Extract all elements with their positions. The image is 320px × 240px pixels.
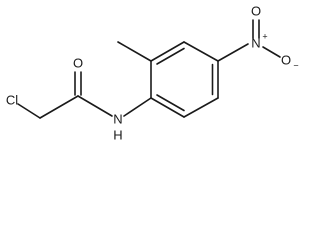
ring-bond-6 — [150, 97, 185, 118]
nitro-o-double-label: O — [251, 3, 261, 18]
bond-methyl — [117, 41, 152, 62]
amide-h-label: H — [113, 127, 122, 142]
ring-inner-bond-1 — [156, 47, 185, 65]
ring-inner-bond-3 — [156, 94, 185, 112]
structure-canvas: Cl O N H N + O O − — [5, 3, 299, 143]
bond-carbonyl-n — [77, 95, 113, 117]
bond-nitro-o-single — [262, 46, 281, 58]
bond-ring-nitro — [217, 43, 249, 62]
nitro-n-charge: + — [262, 31, 267, 41]
ring-bond-2 — [150, 41, 185, 62]
bond-ch2-carbonyl — [39, 95, 79, 119]
ring-bond-3 — [183, 41, 219, 62]
amide-n-label: N — [113, 111, 122, 126]
bond-cl-ch2 — [17, 103, 41, 119]
molecule-diagram: Cl O N H N + O O − — [6, 3, 299, 142]
bond-n-ring — [123, 97, 152, 117]
nitro-o-charge: − — [293, 60, 298, 70]
chlorine-label: Cl — [6, 92, 18, 107]
nitro-o-single-label: O — [281, 52, 291, 67]
carbonyl-oxygen-label: O — [73, 55, 83, 70]
ring-bond-5 — [183, 97, 219, 118]
nitro-n-label: N — [251, 35, 260, 50]
